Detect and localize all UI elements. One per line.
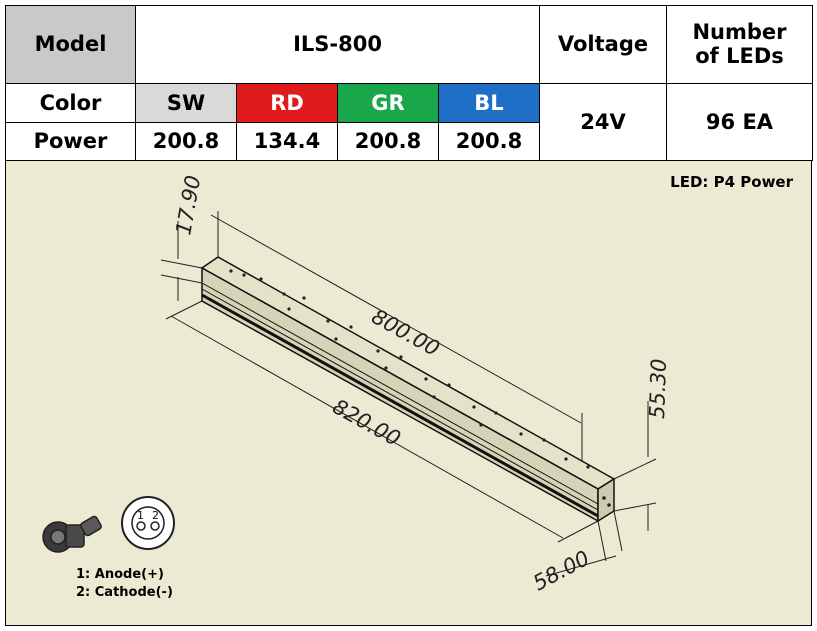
technical-drawing: LED: P4 Power [5,161,812,626]
drawing-svg: 17.90 800.00 820.00 55.30 58.00 1 2 [42,173,671,595]
color-rd: RD [236,82,338,123]
model-value: ILS-800 [135,5,540,84]
connector-pin1-label: 1 [137,509,144,522]
leds-value: 96 EA [666,82,813,161]
color-bl: BL [438,82,540,123]
bar-top-face [200,256,616,490]
dim-width: 58.00 [529,546,593,595]
color-label: Color [5,82,136,123]
pin-cathode: 2: Cathode(-) [76,584,173,600]
dim-depth: 55.30 [645,358,671,419]
leds-label-line2: of LEDs [695,44,784,69]
leds-label: Number of LEDs [666,5,813,84]
spec-table: Model ILS-800 Voltage Number of LEDs Col… [5,5,813,162]
power-label: Power [5,121,136,162]
pin-legend: 1: Anode(+) 2: Cathode(-) [76,566,173,601]
dim-height: 17.90 [171,173,205,236]
leds-label-line1: Number [692,20,787,45]
model-label: Model [5,5,136,84]
connector-face-icon: 1 2 [121,496,175,550]
power-rd: 134.4 [236,121,338,162]
power-bl: 200.8 [438,121,540,162]
color-gr: GR [337,82,439,123]
connector-pin2-label: 2 [152,509,159,522]
voltage-label: Voltage [539,5,667,84]
bar-holes [229,269,611,507]
dimension-lines [160,211,657,577]
led-note: LED: P4 Power [670,173,793,191]
power-sw: 200.8 [135,121,237,162]
connector-plug-icon [42,515,102,553]
power-gr: 200.8 [337,121,439,162]
color-sw: SW [135,82,237,123]
voltage-value: 24V [539,82,667,161]
led-bar [200,256,616,523]
pin-anode: 1: Anode(+) [76,567,164,582]
